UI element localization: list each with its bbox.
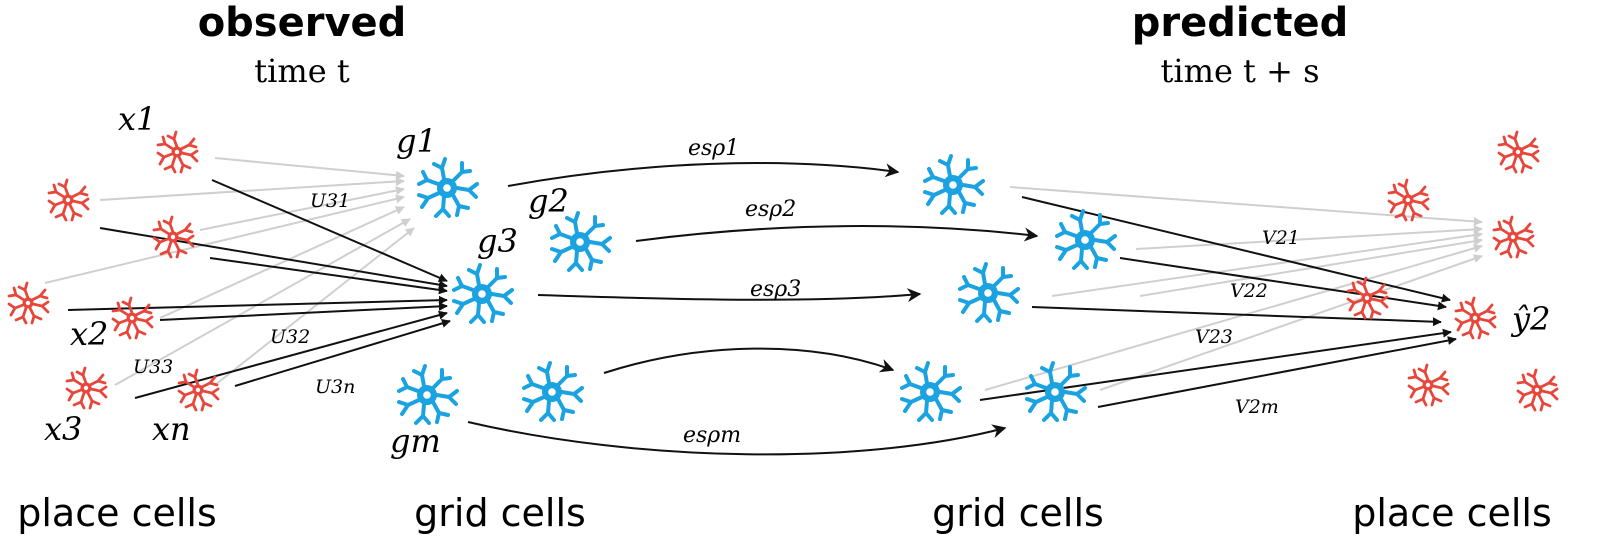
weight-v23: V23 <box>1195 326 1233 348</box>
weight-u32: U32 <box>270 326 310 348</box>
observed-time: time t <box>254 52 350 90</box>
output-connections <box>979 196 1457 408</box>
observed-title: observed <box>198 0 407 46</box>
place-cells-right-label: place cells <box>1352 491 1552 535</box>
label-x2: x2 <box>70 315 108 353</box>
grid-cell-g2 <box>550 211 612 272</box>
grid-cell <box>1055 209 1117 270</box>
place-cell <box>1492 215 1535 259</box>
label-gm: gm <box>390 422 441 460</box>
place-cell-y2 <box>1454 296 1497 340</box>
transition-rhom: esρm <box>683 423 741 448</box>
place-cell <box>7 281 50 325</box>
label-g1: g1 <box>396 122 437 160</box>
label-x1: x1 <box>118 100 156 138</box>
weight-v22: V22 <box>1230 280 1268 302</box>
label-g2: g2 <box>528 182 569 220</box>
transition-rho1: esρ1 <box>688 136 739 161</box>
place-cell-x2 <box>111 296 154 340</box>
transition-rho3: esρ3 <box>750 277 801 302</box>
place-cells-left-label: place cells <box>17 491 217 535</box>
faded-input-connections <box>44 157 415 386</box>
transition-arrows <box>467 162 1039 456</box>
weight-u3n: U3n <box>315 376 355 398</box>
grid-cells-left-label: grid cells <box>414 491 586 535</box>
place-cell <box>1387 178 1430 222</box>
weight-v21: V21 <box>1262 227 1300 249</box>
place-cell <box>1497 130 1540 174</box>
label-y2-hat: ŷ2 <box>1510 300 1550 338</box>
place-cell <box>47 178 90 222</box>
faded-output-connections <box>984 186 1483 391</box>
label-xn: xn <box>152 410 191 448</box>
grid-cell <box>923 154 985 215</box>
label-x3: x3 <box>44 410 82 448</box>
predicted-title: predicted <box>1132 0 1348 46</box>
grid-cells-right-label: grid cells <box>932 491 1104 535</box>
label-g3: g3 <box>477 222 518 260</box>
place-cells-left <box>7 130 220 412</box>
grid-cell-gm <box>397 364 459 425</box>
grid-cell-g1 <box>417 157 479 218</box>
place-cell <box>1516 368 1559 412</box>
grid-cell <box>522 361 584 422</box>
grid-cell <box>900 361 962 422</box>
place-cell-x1 <box>156 130 199 174</box>
transition-rho2: esρ2 <box>745 197 796 222</box>
weight-u33: U33 <box>133 356 173 378</box>
grid-cells-observed <box>397 157 612 425</box>
weight-v2m: V2m <box>1235 396 1279 418</box>
predicted-time: time t + s <box>1161 52 1320 90</box>
grid-cell <box>958 262 1020 323</box>
grid-cell-g3 <box>452 263 514 324</box>
grid-cells-predicted <box>900 154 1117 422</box>
place-cell-x3 <box>65 366 108 410</box>
place-cell <box>1407 363 1450 407</box>
place-cells-right <box>1346 130 1559 412</box>
weight-u31: U31 <box>310 190 350 212</box>
